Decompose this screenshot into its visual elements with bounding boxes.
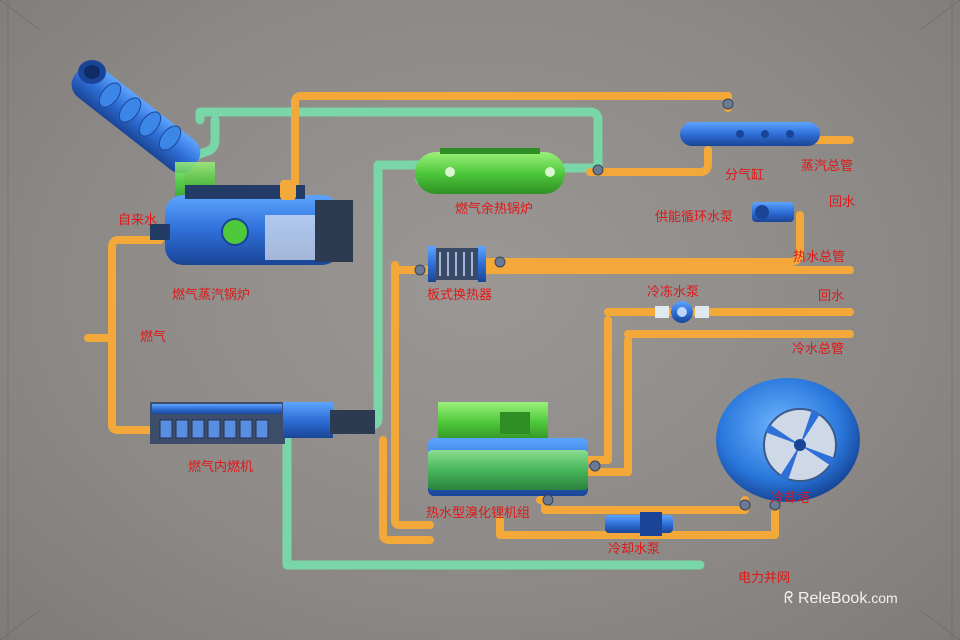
watermark-logo-icon: ᖇ	[784, 590, 794, 607]
chimney	[71, 60, 201, 174]
absorption-chiller	[428, 402, 588, 496]
label-steam-main: 蒸汽总管	[801, 159, 854, 174]
plate-heat-exchanger	[428, 246, 486, 282]
chilled-water-pump	[655, 301, 709, 323]
label-cooling-water-pump: 冷却水泵	[608, 542, 661, 557]
cooling-water-pump	[605, 512, 673, 536]
label-steam-header: 分气缸	[725, 168, 765, 183]
cooling-tower	[716, 378, 860, 502]
valves	[414, 98, 781, 511]
supply-circulation-pump	[752, 202, 794, 222]
label-chilled-water-pump: 冷冻水泵	[647, 285, 700, 300]
watermark: ᖇ ReleBook.com	[784, 590, 898, 608]
label-absorption-chiller: 热水型溴化锂机组	[426, 506, 531, 521]
label-plate-heat-exchanger: 板式换热器	[427, 288, 493, 303]
label-grid-connection: 电力并网	[738, 571, 791, 586]
label-cold-water-main: 冷水总管	[792, 342, 845, 357]
label-gas: 燃气	[140, 330, 167, 345]
label-supply-circulation-pump: 供能循环水泵	[655, 210, 734, 225]
steam-header	[680, 122, 820, 146]
label-return-water-2: 回水	[818, 289, 845, 304]
label-cooling-tower: 冷却塔	[771, 491, 811, 506]
label-gas-engine: 燃气内燃机	[188, 460, 254, 475]
label-hot-water-main: 热水总管	[793, 250, 846, 265]
label-tap-water: 自来水	[118, 213, 158, 228]
watermark-brand: ReleBook	[797, 590, 868, 607]
waste-heat-boiler	[415, 148, 565, 194]
gas-steam-boiler	[150, 162, 353, 265]
label-gas-steam-boiler: 燃气蒸汽锅炉	[172, 288, 251, 303]
label-waste-heat-boiler: 燃气余热锅炉	[455, 202, 534, 217]
gas-engine	[150, 402, 375, 444]
watermark-suffix: .com	[867, 590, 898, 606]
label-return-water-1: 回水	[829, 195, 856, 210]
